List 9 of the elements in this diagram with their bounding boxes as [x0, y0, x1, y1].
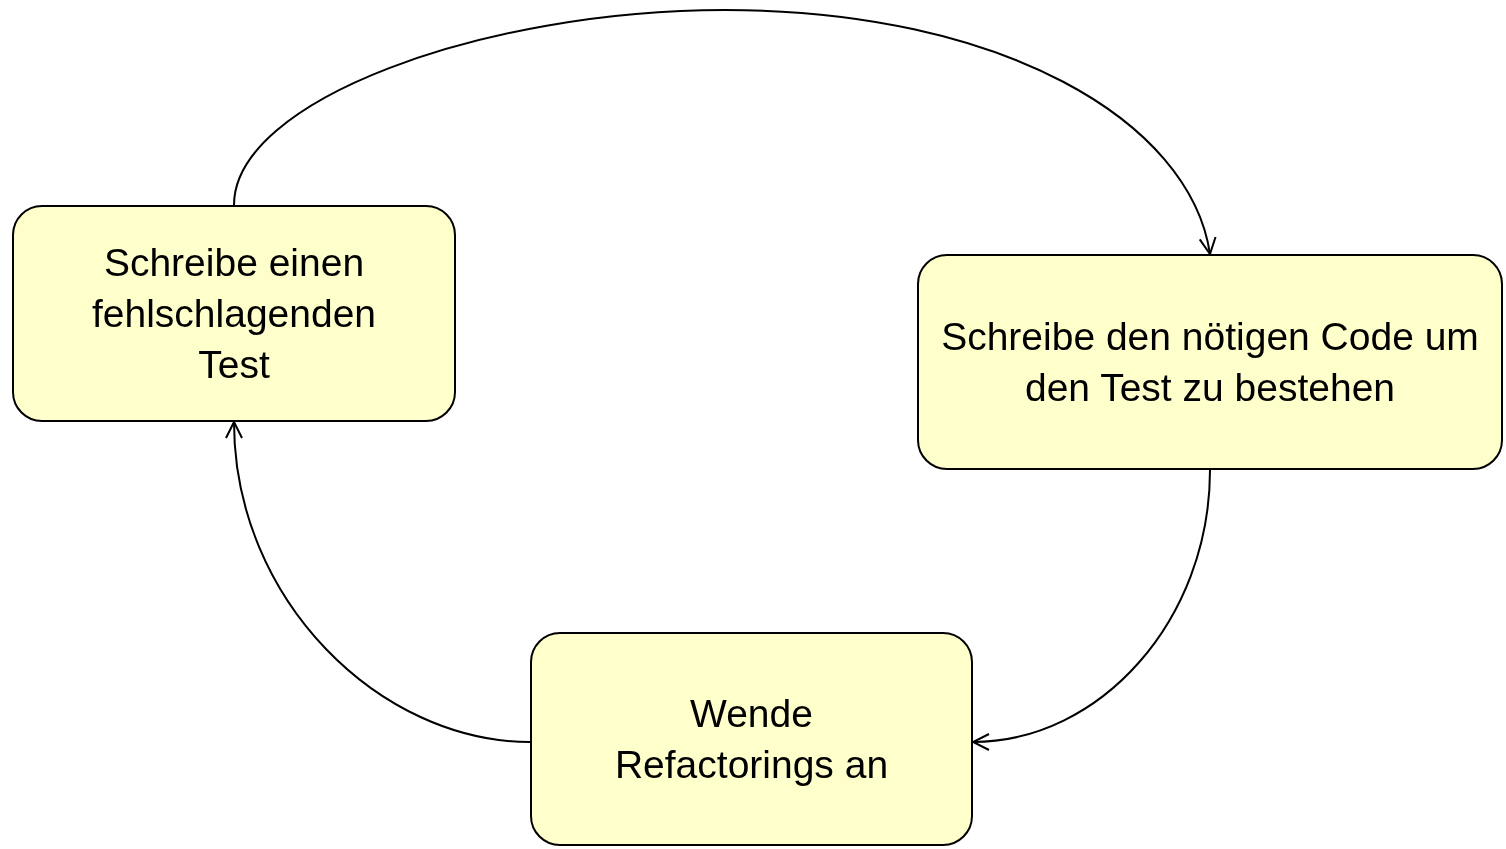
process-box	[917, 254, 1503, 470]
arrow	[233, 9, 1215, 255]
arrow	[226, 421, 531, 743]
step-text: Schreibe den nötigen Code um den Test zu bestehen	[940, 314, 1480, 411]
process-box	[530, 632, 973, 846]
process-box	[12, 205, 456, 422]
arrow	[972, 469, 1211, 750]
step-text: Schreibe einen fehlschlagenden Test	[90, 240, 378, 388]
step-text: Wende Refactorings an	[613, 691, 890, 788]
